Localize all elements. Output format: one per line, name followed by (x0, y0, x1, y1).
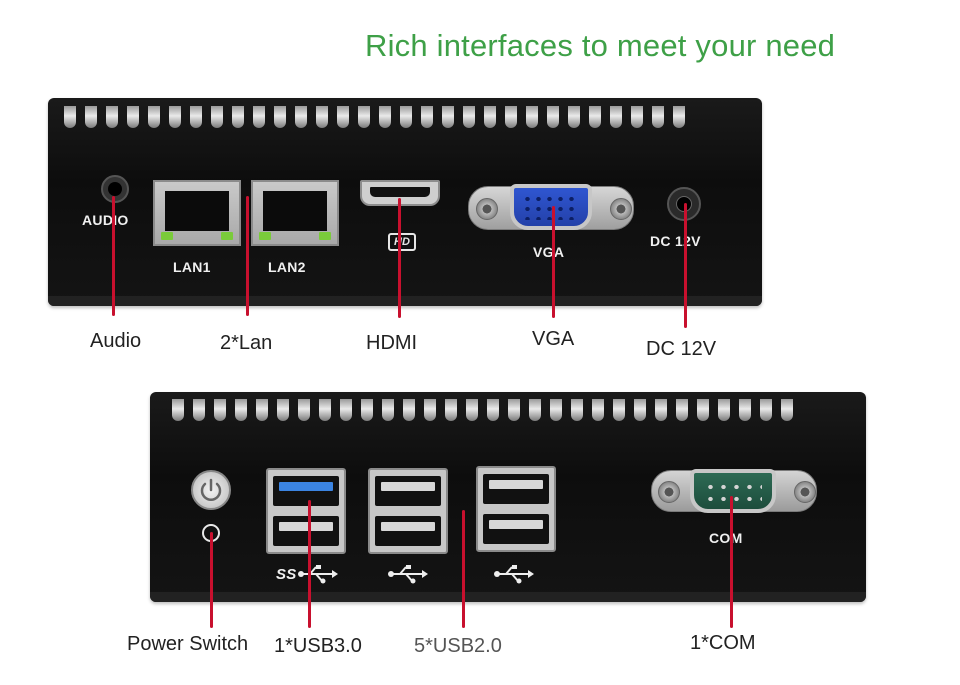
silk-audio: AUDIO (82, 212, 129, 228)
screw-icon (794, 481, 816, 503)
power-icon (200, 478, 222, 501)
silk-lan1: LAN1 (173, 259, 211, 275)
caption-vga: VGA (532, 328, 575, 350)
lan1-port (153, 180, 241, 246)
silk-lan2: LAN2 (268, 259, 306, 275)
usb2-stack-2 (476, 466, 556, 552)
usb-symbol-icon (494, 565, 534, 584)
heatsink-fins-top (64, 106, 685, 128)
headline: Rich interfaces to meet your need (365, 28, 836, 63)
usb-symbol-icon (298, 565, 338, 584)
usb-symbol-icon (388, 565, 428, 584)
caption-audio: Audio (90, 330, 142, 352)
audio-jack-icon (101, 175, 129, 203)
leader-audio (112, 196, 115, 316)
power-button (191, 470, 231, 510)
leader-power (210, 532, 213, 628)
leader-com (730, 496, 733, 628)
caption-com: 1*COM (690, 632, 756, 654)
screw-icon (476, 198, 498, 220)
leader-usb3 (308, 500, 311, 628)
com-port (690, 469, 776, 513)
caption-lan: 2*Lan (220, 332, 273, 354)
vga-port (510, 184, 592, 230)
leader-usb2 (462, 510, 465, 628)
leader-dc (684, 203, 687, 328)
usb3-stack (266, 468, 346, 554)
lan2-port (251, 180, 339, 246)
caption-usb3: 1*USB3.0 (274, 635, 362, 657)
caption-power: Power Switch (127, 633, 249, 655)
heatsink-fins-bottom (172, 399, 793, 421)
silk-ss-usb: SS (276, 566, 297, 583)
screw-icon (610, 198, 632, 220)
caption-dc: DC 12V (646, 338, 717, 360)
screw-icon (658, 481, 680, 503)
hd-logo-icon: HD (388, 233, 416, 251)
silk-com: COM (709, 530, 743, 546)
usb2-stack-1 (368, 468, 448, 554)
leader-hdmi (398, 198, 401, 318)
silk-vga: VGA (533, 244, 565, 260)
caption-hdmi: HDMI (366, 332, 418, 354)
silk-dc: DC 12V (650, 233, 701, 249)
leader-lan (246, 196, 249, 316)
leader-vga (552, 206, 555, 318)
caption-usb2: 5*USB2.0 (414, 635, 502, 657)
